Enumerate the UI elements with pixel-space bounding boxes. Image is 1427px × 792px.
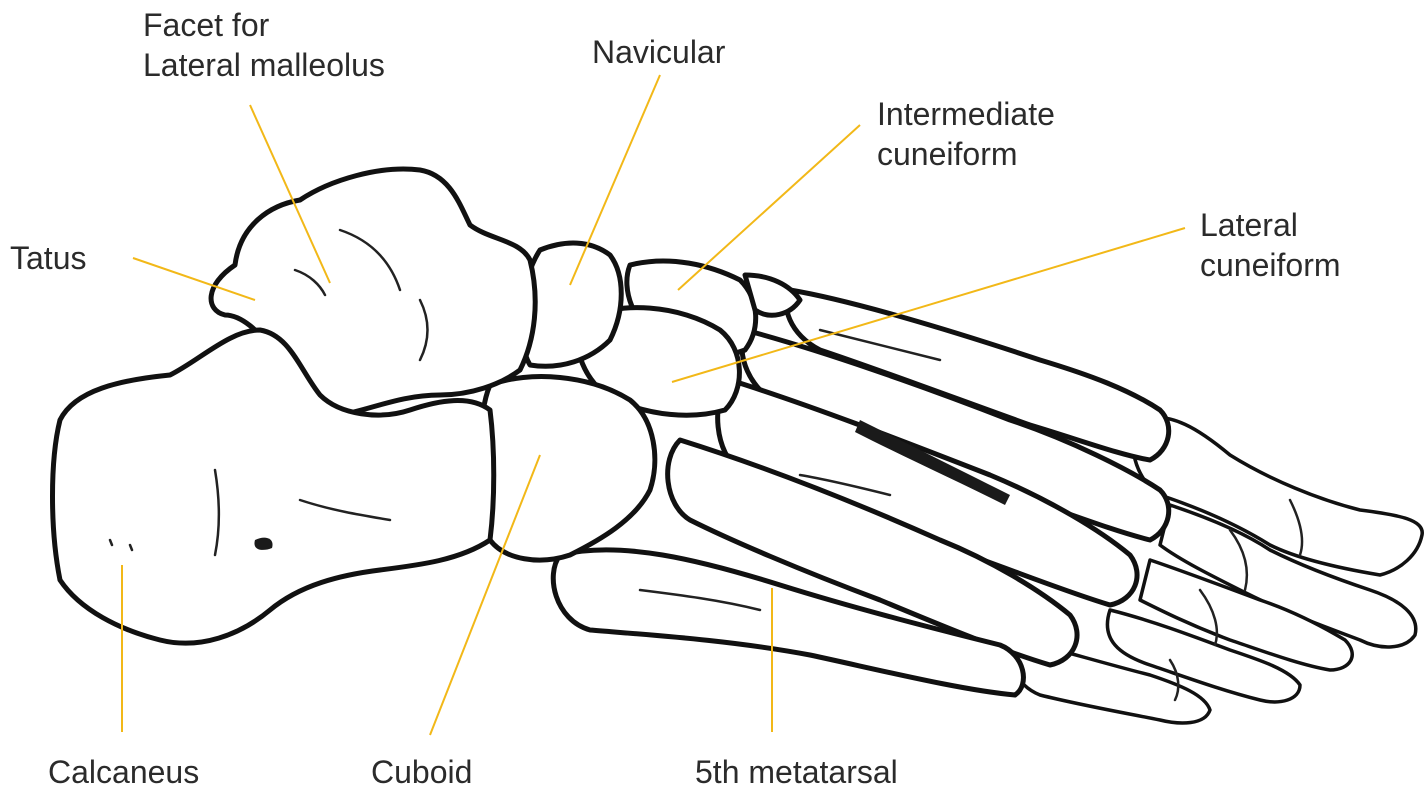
label-intermediate-line1: Intermediate (877, 94, 1055, 134)
label-tatus: Tatus (10, 238, 86, 278)
label-facet-line2: Lateral malleolus (143, 45, 385, 85)
label-lateral-line2: cuneiform (1200, 245, 1341, 285)
label-navicular: Navicular (592, 32, 725, 72)
leader-intermediate (678, 125, 860, 290)
label-facet-for-lateral-malleolus: Facet for Lateral malleolus (143, 5, 385, 85)
label-lateral-cuneiform: Lateral cuneiform (1200, 205, 1341, 285)
label-cuboid: Cuboid (371, 752, 472, 792)
leader-navicular (570, 75, 660, 285)
label-5th-metatarsal: 5th metatarsal (695, 752, 898, 792)
label-intermediate-line2: cuneiform (877, 134, 1055, 174)
label-facet-line1: Facet for (143, 5, 385, 45)
label-intermediate-cuneiform: Intermediate cuneiform (877, 94, 1055, 174)
label-lateral-line1: Lateral (1200, 205, 1341, 245)
label-calcaneus: Calcaneus (48, 752, 199, 792)
